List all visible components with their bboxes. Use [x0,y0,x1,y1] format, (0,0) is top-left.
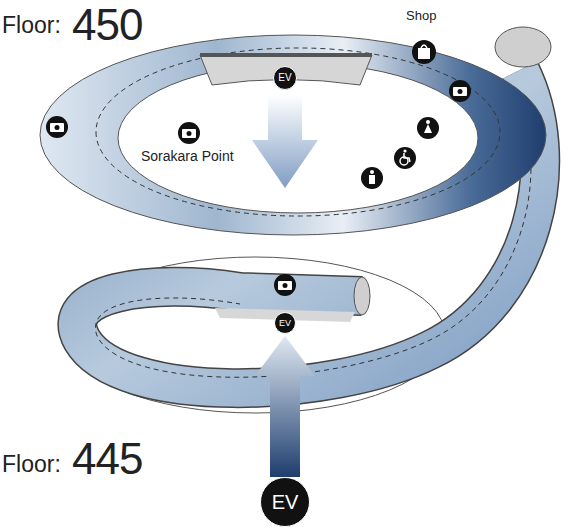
floor-prefix: Floor: [2,12,61,39]
arrow-shape [255,336,315,477]
elevator-text: EV [278,73,291,83]
floor-number: 445 [72,434,142,484]
elevator-badge: EV [274,312,296,334]
point-label: Sorakara Point [141,148,234,164]
elevator-badge: EV [260,477,310,527]
floor-number: 450 [72,0,142,50]
elevator-badge: EV [273,66,297,90]
elevator-text: EV [272,492,299,512]
floor-prefix: Floor: [2,451,61,478]
elevator-text: EV [279,319,291,328]
elevator-arrow [255,336,315,477]
shop-label: Shop [406,8,436,23]
